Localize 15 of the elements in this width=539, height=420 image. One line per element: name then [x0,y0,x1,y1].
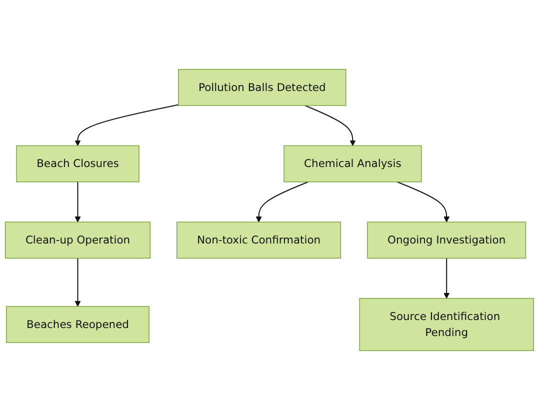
node-box: Source Identification Pending [359,298,534,351]
node-box: Non-toxic Confirmation [176,222,341,259]
arrow [74,258,81,307]
arrow [304,105,356,146]
node-box: Pollution Balls Detected [178,69,346,106]
node-box: Clean-up Operation [5,222,150,259]
node-box: Ongoing Investigation [367,222,526,259]
node-box: Beaches Reopened [6,306,150,343]
arrow [74,104,179,146]
arrow [74,182,81,222]
arrow [396,181,450,222]
node-box: Chemical Analysis [284,145,422,182]
node-box: Beach Closures [16,145,140,182]
arrow [444,258,450,299]
arrow [256,181,308,222]
